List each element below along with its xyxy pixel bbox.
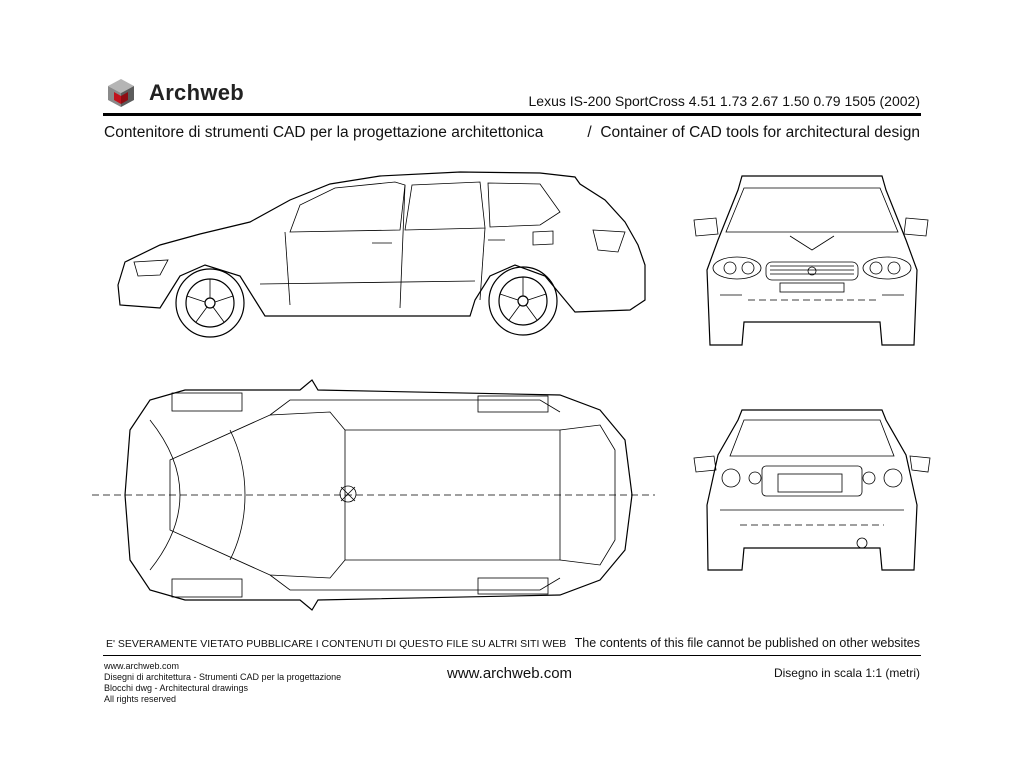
footer-url-link[interactable]: www.archweb.com (447, 665, 573, 682)
car-cad-drawing (92, 171, 931, 611)
footer-line-website: www.archweb.com (104, 661, 180, 671)
side-view (117, 171, 646, 338)
header-divider (103, 113, 921, 116)
tagline-separator: / (587, 124, 592, 141)
rear-view (693, 409, 931, 571)
brand-name: Archweb (149, 80, 245, 105)
footer-line-blocks: Blocchi dwg - Architectural drawings (104, 683, 249, 693)
footer-line-rights: All rights reserved (104, 694, 177, 704)
drawing-scale: Disegno in scala 1:1 (metri) (773, 666, 920, 680)
tagline-en-text: Container of CAD tools for architectural… (600, 124, 920, 141)
warning-english: The contents of this file cannot be publ… (574, 636, 920, 650)
cube-logo-icon (108, 79, 134, 107)
tagline-italian: Contenitore di strumenti CAD per la prog… (104, 124, 543, 142)
footer-line-description: Disegni di architettura - Strumenti CAD … (104, 672, 342, 682)
model-description: Lexus IS-200 SportCross 4.51 1.73 2.67 1… (528, 93, 921, 109)
footer-divider (103, 655, 921, 656)
top-view (92, 379, 655, 611)
front-view (693, 175, 929, 346)
tagline-it-text: Contenitore di strumenti CAD per la prog… (104, 124, 544, 141)
warning-italian: E' SEVERAMENTE VIETATO PUBBLICARE I CONT… (106, 638, 567, 650)
tagline-english: / Container of CAD tools for architectur… (587, 124, 920, 142)
